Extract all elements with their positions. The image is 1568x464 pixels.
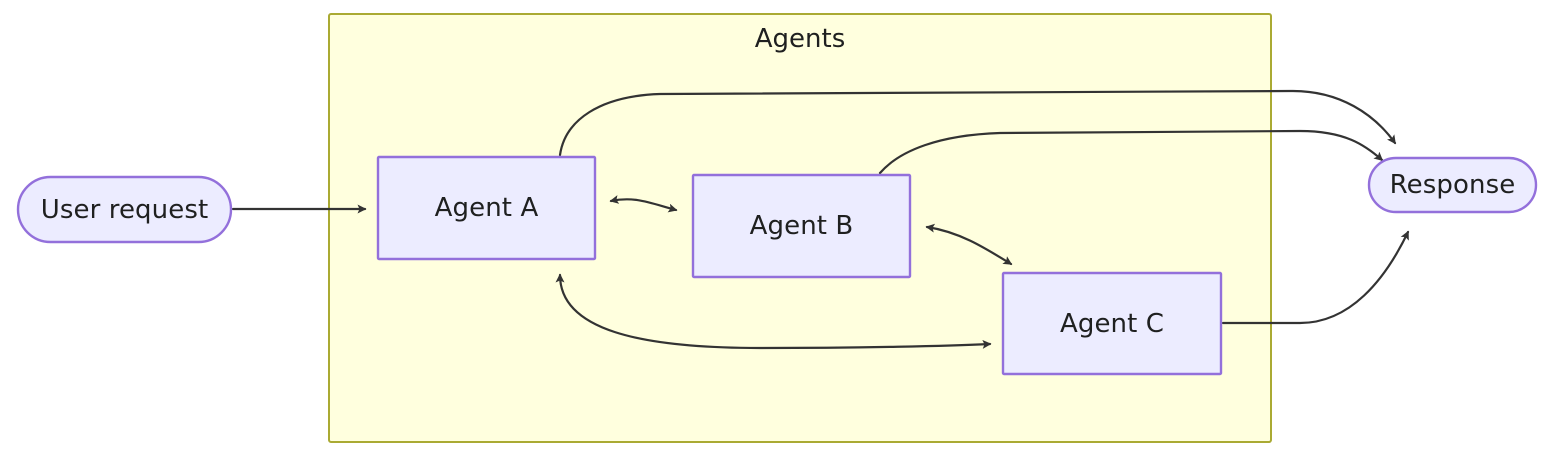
edge-agent-b-to-response [878,129,1384,175]
node-agent-c[interactable] [1001,271,1223,376]
node-agent-b[interactable] [691,173,912,279]
node-agent-a[interactable] [376,155,597,261]
edge-agent-a-to-response [558,89,1397,157]
edge-agent-c-to-response [1221,230,1410,325]
node-response[interactable] [1367,156,1538,214]
edge-layer [231,89,1410,350]
node-user-request[interactable] [16,175,233,244]
edge-agent-c-to-agent-b [925,223,1013,266]
edge-agent-c-to-agent-a [555,273,992,350]
edge-agent-a-to-agent-b [609,195,678,213]
